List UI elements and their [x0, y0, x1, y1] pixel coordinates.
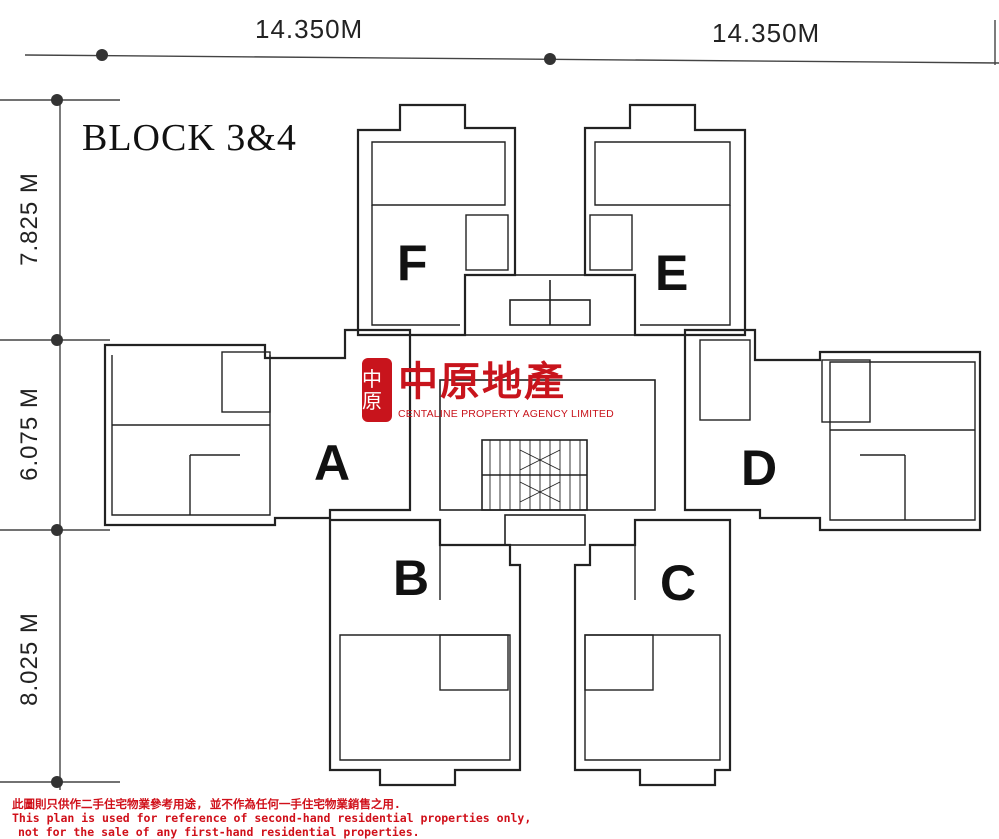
unit-b-outline	[328, 518, 522, 787]
dimension-marker	[96, 49, 108, 61]
building-core	[439, 379, 656, 546]
unit-label-e: E	[655, 245, 689, 301]
block-title: BLOCK 3&4	[82, 117, 297, 159]
unit-c-outline	[573, 518, 732, 787]
dimension-top-right: 14.350M	[712, 18, 821, 48]
disclaimer: 此圖則只供作二手住宅物業參考用途, 並不作為任何一手住宅物業銷售之用. This…	[12, 797, 531, 839]
unit-f-outline	[356, 103, 517, 337]
unit-label-f: F	[397, 235, 428, 291]
unit-label-d: D	[741, 440, 778, 496]
centaline-seal-icon: 中原	[362, 358, 392, 422]
dimension-marker	[544, 53, 556, 65]
unit-a-outline	[103, 328, 412, 527]
unit-label-b: B	[393, 550, 430, 606]
dimension-left-middle: 6.075 M	[16, 387, 43, 481]
disclaimer-en-2: not for the sale of any first-hand resid…	[18, 825, 420, 839]
unit-d-outline	[683, 328, 982, 532]
brand-name-cn: 中原地產	[398, 359, 566, 405]
dimension-top-left: 14.350M	[255, 14, 364, 44]
dimension-left-top: 7.825 M	[16, 172, 43, 266]
corridor-top	[464, 274, 636, 336]
disclaimer-cn: 此圖則只供作二手住宅物業參考用途, 並不作為任何一手住宅物業銷售之用.	[12, 797, 401, 811]
dimension-marker	[51, 94, 63, 106]
unit-label-a: A	[314, 435, 351, 491]
top-dimension-line	[24, 54, 999, 64]
disclaimer-en-1: This plan is used for reference of secon…	[12, 811, 532, 825]
centaline-logo: 中原 中原地產 CENTALINE PROPERTY AGENCY LIMITE…	[362, 358, 614, 424]
unit-e-outline	[583, 103, 747, 337]
dimension-marker	[51, 776, 63, 788]
unit-label-c: C	[660, 555, 697, 611]
dimension-left-bottom: 8.025 M	[16, 612, 43, 706]
brand-name-en: CENTALINE PROPERTY AGENCY LIMITED	[398, 408, 614, 420]
dimension-marker	[51, 524, 63, 536]
dimension-marker	[51, 334, 63, 346]
